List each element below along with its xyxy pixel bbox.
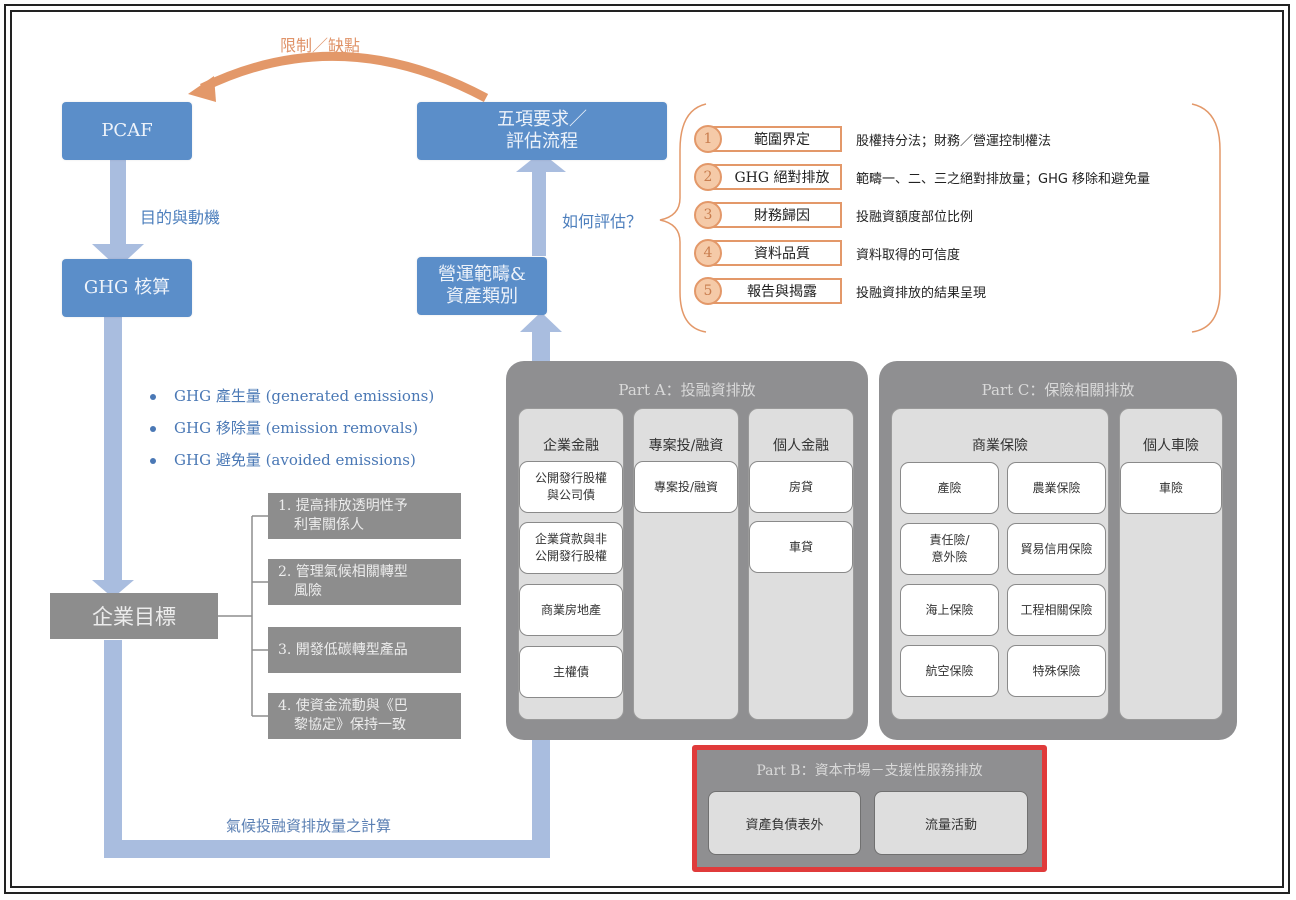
goal-item[interactable]: 1. 提高排放透明性予 利害關係人 bbox=[268, 493, 461, 539]
pcaf-label: PCAF bbox=[101, 120, 153, 141]
goal-item[interactable]: 2. 管理氣候相關轉型 風險 bbox=[268, 559, 461, 605]
goal-item[interactable]: 3. 開發低碳轉型產品 bbox=[268, 627, 461, 673]
arrow-shaft-goals bbox=[104, 316, 122, 582]
goal-line1: 2. 管理氣候相關轉型 bbox=[278, 564, 408, 580]
part-b-panel: Part B：資本市場－支援性服務排放 資產負債表外 流量活動 bbox=[692, 745, 1047, 872]
pcaf-box[interactable]: PCAF bbox=[62, 102, 192, 160]
scope-assets-box[interactable]: 營運範疇& 資產類別 bbox=[417, 257, 547, 315]
goal-line2: 風險 bbox=[294, 583, 322, 599]
left-brace bbox=[659, 103, 707, 333]
how-to-assess-label: 如何評估？ bbox=[562, 212, 643, 231]
column-title: 個人金融 bbox=[773, 438, 829, 454]
category-cell[interactable]: 責任險/ 意外險 bbox=[900, 523, 999, 575]
step-number: 5 bbox=[694, 277, 722, 305]
column-project-finance: 專案投/融資 專案投/融資 bbox=[633, 408, 739, 720]
category-cell[interactable]: 航空保險 bbox=[900, 645, 999, 697]
step-title: 報告與揭露 bbox=[712, 278, 842, 304]
loop-bottom bbox=[104, 840, 550, 858]
arrow-shaft-purpose bbox=[110, 160, 126, 245]
arc-limitations bbox=[200, 51, 489, 102]
right-brace bbox=[1191, 103, 1221, 333]
five-requirements-box[interactable]: 五項要求／ 評估流程 bbox=[417, 102, 667, 160]
goal-line1: 1. 提高排放透明性予 bbox=[278, 498, 408, 514]
calculation-label: 氣候投融資排放量之計算 bbox=[226, 817, 392, 835]
goal-line2: 利害關係人 bbox=[294, 517, 364, 533]
step-title: 資料品質 bbox=[712, 240, 842, 266]
outer-frame bbox=[4, 4, 1290, 894]
bullet-item: GHG 產生量 (generated emissions) bbox=[146, 380, 434, 412]
ghg-accounting-box[interactable]: GHG 核算 bbox=[62, 259, 192, 317]
arrow-head-scope bbox=[520, 312, 562, 332]
goal-line1: 3. 開發低碳轉型產品 bbox=[278, 641, 408, 658]
category-cell[interactable]: 產險 bbox=[900, 462, 999, 514]
bullet-item: GHG 避免量 (avoided emissions) bbox=[146, 444, 434, 476]
part-a-title: Part A：投融資排放 bbox=[618, 381, 756, 399]
goal-line2: 黎協定》保持一致 bbox=[294, 717, 406, 733]
bullet-item: GHG 移除量 (emission removals) bbox=[146, 412, 434, 444]
assessment-steps: 1 範圍界定 股權持分法；財務／營運控制權法 2 GHG 絕對排放 範疇一、二、… bbox=[694, 125, 1214, 316]
column-personal-auto: 個人車險 車險 bbox=[1119, 408, 1223, 720]
category-cell[interactable]: 車貸 bbox=[749, 521, 853, 573]
step-description: 投融資排放的結果呈現 bbox=[856, 286, 987, 301]
goal-line1: 4. 使資金流動與《巴 bbox=[278, 698, 408, 714]
five-requirements-line1: 五項要求／ bbox=[497, 109, 587, 130]
corporate-goals-box[interactable]: 企業目標 bbox=[50, 593, 218, 639]
step-title: 財務歸因 bbox=[712, 202, 842, 228]
category-cell[interactable]: 房貸 bbox=[749, 461, 853, 513]
category-cell[interactable]: 企業貸款與非 公開發行股權 bbox=[519, 522, 623, 574]
inner-frame bbox=[10, 10, 1284, 888]
ghg-accounting-label: GHG 核算 bbox=[83, 277, 171, 298]
purpose-label: 目的與動機 bbox=[140, 208, 221, 227]
limitations-label: 限制／缺點 bbox=[280, 36, 361, 55]
arrow-head-purpose bbox=[92, 244, 144, 268]
category-cell[interactable]: 商業房地產 bbox=[519, 584, 623, 636]
goal-item[interactable]: 4. 使資金流動與《巴 黎協定》保持一致 bbox=[268, 693, 461, 739]
category-cell[interactable]: 海上保險 bbox=[900, 584, 999, 636]
scope-assets-line1: 營運範疇& bbox=[437, 264, 527, 285]
part-c-panel: Part C：保險相關排放 商業保險 產險 農業保險 責任險/ 意外險 貿易信用… bbox=[879, 361, 1237, 740]
category-cell[interactable]: 特殊保險 bbox=[1007, 645, 1106, 697]
arrow-shaft-assess bbox=[532, 170, 546, 256]
category-cell[interactable]: 工程相關保險 bbox=[1007, 584, 1106, 636]
part-b-cell[interactable]: 資產負債表外 bbox=[708, 791, 861, 855]
arrow-head-assess bbox=[516, 152, 566, 172]
step-description: 股權持分法；財務／營運控制權法 bbox=[856, 134, 1052, 149]
five-requirements-line2: 評估流程 bbox=[506, 131, 578, 152]
step-description: 範疇一、二、三之絕對排放量；GHG 移除和避免量 bbox=[856, 172, 1151, 187]
loop-left bbox=[104, 640, 122, 858]
column-title: 專案投/融資 bbox=[648, 438, 724, 454]
step-number: 2 bbox=[694, 163, 722, 191]
category-cell[interactable]: 公開發行股權 與公司債 bbox=[519, 461, 623, 513]
part-b-title: Part B：資本市場－支援性服務排放 bbox=[756, 763, 983, 779]
column-title: 企業金融 bbox=[543, 438, 599, 454]
step-title: 範圍界定 bbox=[712, 126, 842, 152]
column-title: 個人車險 bbox=[1143, 438, 1199, 454]
arrow-head-goals bbox=[92, 580, 134, 598]
scope-assets-line2: 資產類別 bbox=[446, 286, 518, 307]
step-number: 3 bbox=[694, 201, 722, 229]
step-title: GHG 絕對排放 bbox=[712, 164, 842, 190]
step-number: 4 bbox=[694, 239, 722, 267]
category-cell[interactable]: 貿易信用保險 bbox=[1007, 523, 1106, 575]
column-commercial-insurance: 商業保險 產險 農業保險 責任險/ 意外險 貿易信用保險 海上保險 工程相關保險… bbox=[891, 408, 1109, 720]
part-c-title: Part C：保險相關排放 bbox=[981, 381, 1135, 399]
part-b-cell[interactable]: 流量活動 bbox=[874, 791, 1028, 855]
category-cell[interactable]: 專案投/融資 bbox=[634, 461, 738, 513]
category-cell[interactable]: 主權債 bbox=[519, 646, 623, 698]
column-title: 商業保險 bbox=[972, 438, 1028, 454]
category-cell[interactable]: 農業保險 bbox=[1007, 462, 1106, 514]
column-personal-finance: 個人金融 房貸 車貸 bbox=[748, 408, 854, 720]
step-description: 投融資額度部位比例 bbox=[856, 210, 974, 225]
corporate-goals-label: 企業目標 bbox=[92, 605, 176, 629]
column-corporate-finance: 企業金融 公開發行股權 與公司債 企業貸款與非 公開發行股權 商業房地產 主權債 bbox=[518, 408, 624, 720]
step-description: 資料取得的可信度 bbox=[856, 248, 961, 263]
step-number: 1 bbox=[694, 125, 722, 153]
arc-arrow-head bbox=[188, 76, 216, 102]
category-cell[interactable]: 車險 bbox=[1120, 462, 1222, 514]
part-a-panel: Part A：投融資排放 企業金融 公開發行股權 與公司債 企業貸款與非 公開發… bbox=[506, 361, 868, 740]
goal-connectors bbox=[218, 515, 268, 717]
ghg-bullet-list: GHG 產生量 (generated emissions) GHG 移除量 (e… bbox=[146, 380, 434, 476]
